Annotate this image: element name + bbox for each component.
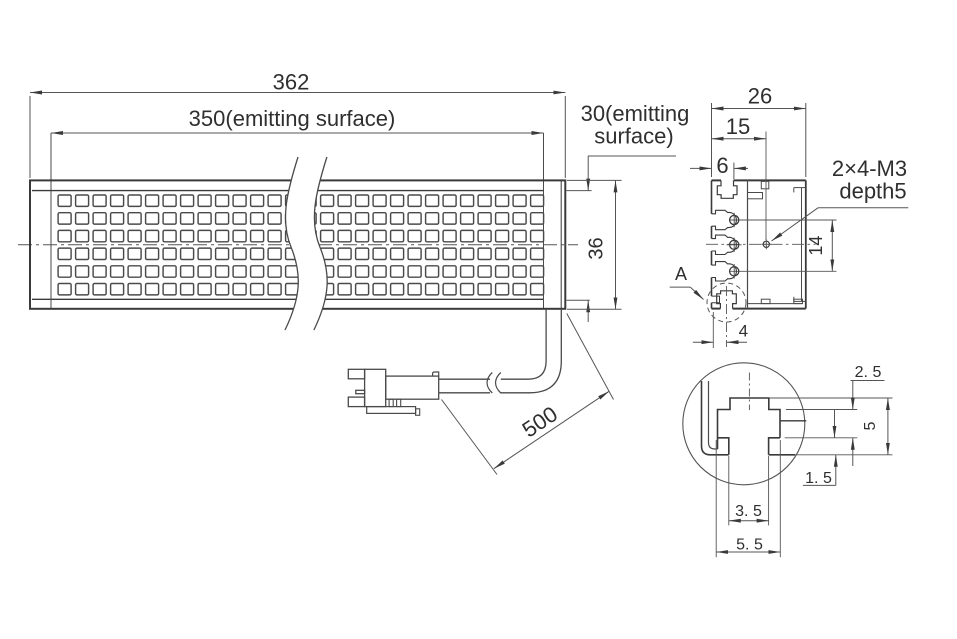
svg-text:4: 4 (739, 322, 748, 341)
svg-text:2. 5: 2. 5 (855, 364, 882, 381)
svg-text:26: 26 (748, 84, 772, 109)
svg-text:depth5: depth5 (839, 179, 906, 204)
svg-text:A: A (675, 264, 687, 284)
svg-text:5: 5 (862, 421, 879, 430)
svg-text:3. 5: 3. 5 (735, 503, 762, 520)
svg-text:1. 5: 1. 5 (805, 470, 832, 487)
svg-text:350(emitting surface): 350(emitting surface) (189, 106, 396, 131)
svg-text:15: 15 (726, 114, 750, 139)
svg-text:36: 36 (586, 237, 608, 259)
svg-text:6: 6 (716, 153, 728, 178)
svg-text:surface): surface) (594, 124, 673, 149)
svg-text:2×4-M3: 2×4-M3 (832, 156, 907, 181)
svg-text:362: 362 (273, 70, 310, 95)
svg-text:30(emitting: 30(emitting (581, 101, 690, 126)
svg-text:5. 5: 5. 5 (736, 537, 763, 554)
svg-text:14: 14 (806, 236, 826, 256)
